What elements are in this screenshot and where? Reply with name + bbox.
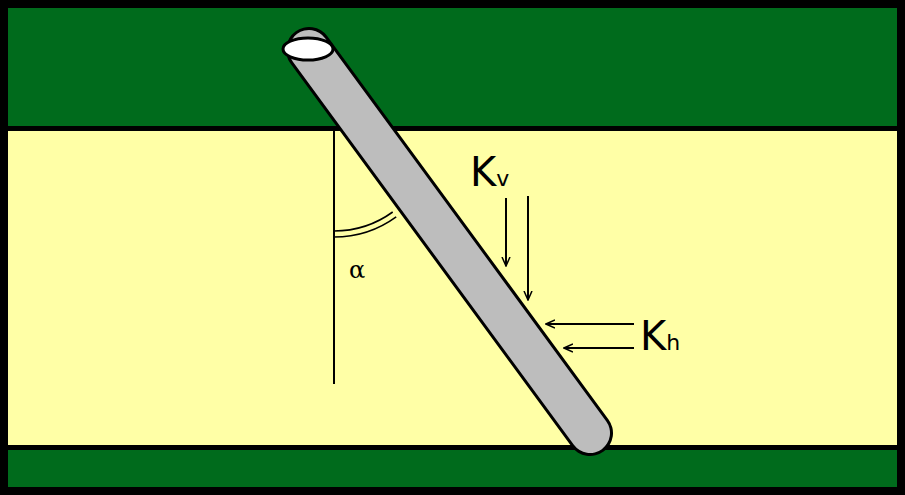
- horizontal-arrow: [546, 323, 634, 325]
- upper-layer: [8, 8, 897, 126]
- well-pipe: [309, 50, 590, 433]
- angle-arc: [334, 212, 393, 231]
- vertical-arrow: [527, 196, 529, 300]
- angle-label: α: [349, 258, 365, 282]
- reservoir-layer: [8, 131, 897, 445]
- vertical-arrow: [505, 198, 507, 266]
- lower-layer: [8, 450, 897, 487]
- well-outline: [309, 50, 590, 433]
- angle-arc: [334, 217, 396, 237]
- well-top: [283, 38, 333, 60]
- vertical-reference: [333, 131, 335, 384]
- horizontal-arrow: [564, 347, 634, 349]
- permeability-label: Kv: [470, 152, 509, 192]
- permeability-label: Kh: [640, 316, 680, 356]
